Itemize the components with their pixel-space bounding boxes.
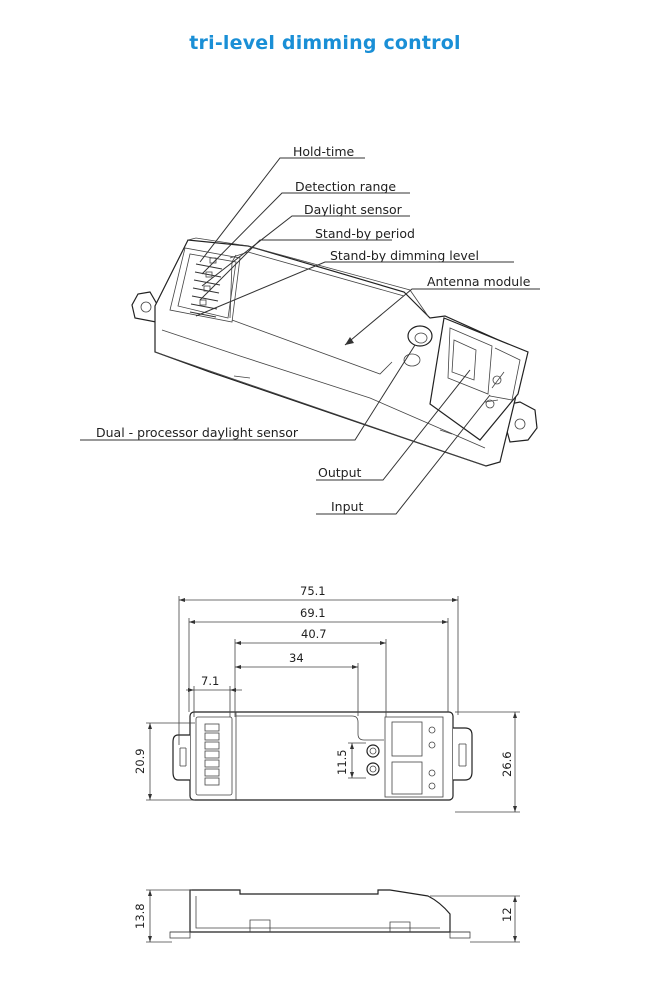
page-title: tri-level dimming control bbox=[189, 32, 461, 54]
dimension-switch-width: 7.1 bbox=[186, 674, 242, 717]
svg-text:20.9: 20.9 bbox=[133, 748, 147, 774]
callout-daylight-sensor: Daylight sensor bbox=[201, 202, 410, 287]
svg-text:Stand-by dimming level: Stand-by dimming level bbox=[330, 248, 479, 263]
dimension-pot-spacing: 11.5 bbox=[335, 742, 366, 779]
callout-antenna-module: Antenna module bbox=[344, 274, 540, 346]
callout-input: Input bbox=[316, 394, 491, 515]
svg-text:Dual - processor daylight sens: Dual - processor daylight sensor bbox=[96, 425, 299, 440]
dimension-overall-length: 75.1 bbox=[178, 584, 459, 745]
dimension-side-height-right: 12 bbox=[430, 895, 520, 943]
callout-dual-processor: Dual - processor daylight sensor bbox=[80, 344, 416, 441]
svg-text:7.1: 7.1 bbox=[201, 674, 219, 688]
svg-text:26.6: 26.6 bbox=[500, 751, 514, 777]
svg-text:Detection range: Detection range bbox=[295, 179, 396, 194]
callout-standby-period: Stand-by period bbox=[199, 226, 415, 301]
device-top-view bbox=[172, 711, 473, 801]
svg-text:69.1: 69.1 bbox=[300, 606, 326, 620]
svg-text:Daylight sensor: Daylight sensor bbox=[304, 202, 403, 217]
callout-standby-dimming: Stand-by dimming level bbox=[195, 248, 514, 317]
device-isometric bbox=[131, 237, 538, 467]
svg-text:11.5: 11.5 bbox=[335, 749, 349, 775]
dimension-to-pot: 34 bbox=[235, 651, 359, 716]
svg-text:Stand-by period: Stand-by period bbox=[315, 226, 415, 241]
svg-text:Hold-time: Hold-time bbox=[293, 144, 355, 159]
svg-text:40.7: 40.7 bbox=[301, 627, 327, 641]
svg-text:Input: Input bbox=[331, 499, 363, 514]
dimension-mount-length: 69.1 bbox=[188, 606, 449, 712]
dimension-height-tabs: 26.6 bbox=[455, 711, 520, 813]
callout-output: Output bbox=[316, 369, 471, 481]
svg-text:Output: Output bbox=[318, 465, 362, 480]
callout-hold-time: Hold-time bbox=[199, 144, 365, 263]
dimension-side-height: 13.8 bbox=[133, 889, 192, 943]
dimension-sensor-to-terminal: 40.7 bbox=[234, 627, 387, 717]
callout-detection-range: Detection range bbox=[201, 179, 410, 275]
device-side-view bbox=[169, 889, 471, 939]
dip-switch-top bbox=[204, 723, 220, 786]
svg-text:12: 12 bbox=[500, 907, 514, 922]
svg-text:34: 34 bbox=[289, 651, 304, 665]
svg-text:75.1: 75.1 bbox=[300, 584, 326, 598]
dimension-height-body: 20.9 bbox=[133, 722, 195, 801]
svg-text:13.8: 13.8 bbox=[133, 903, 147, 929]
svg-text:Antenna module: Antenna module bbox=[427, 274, 531, 289]
